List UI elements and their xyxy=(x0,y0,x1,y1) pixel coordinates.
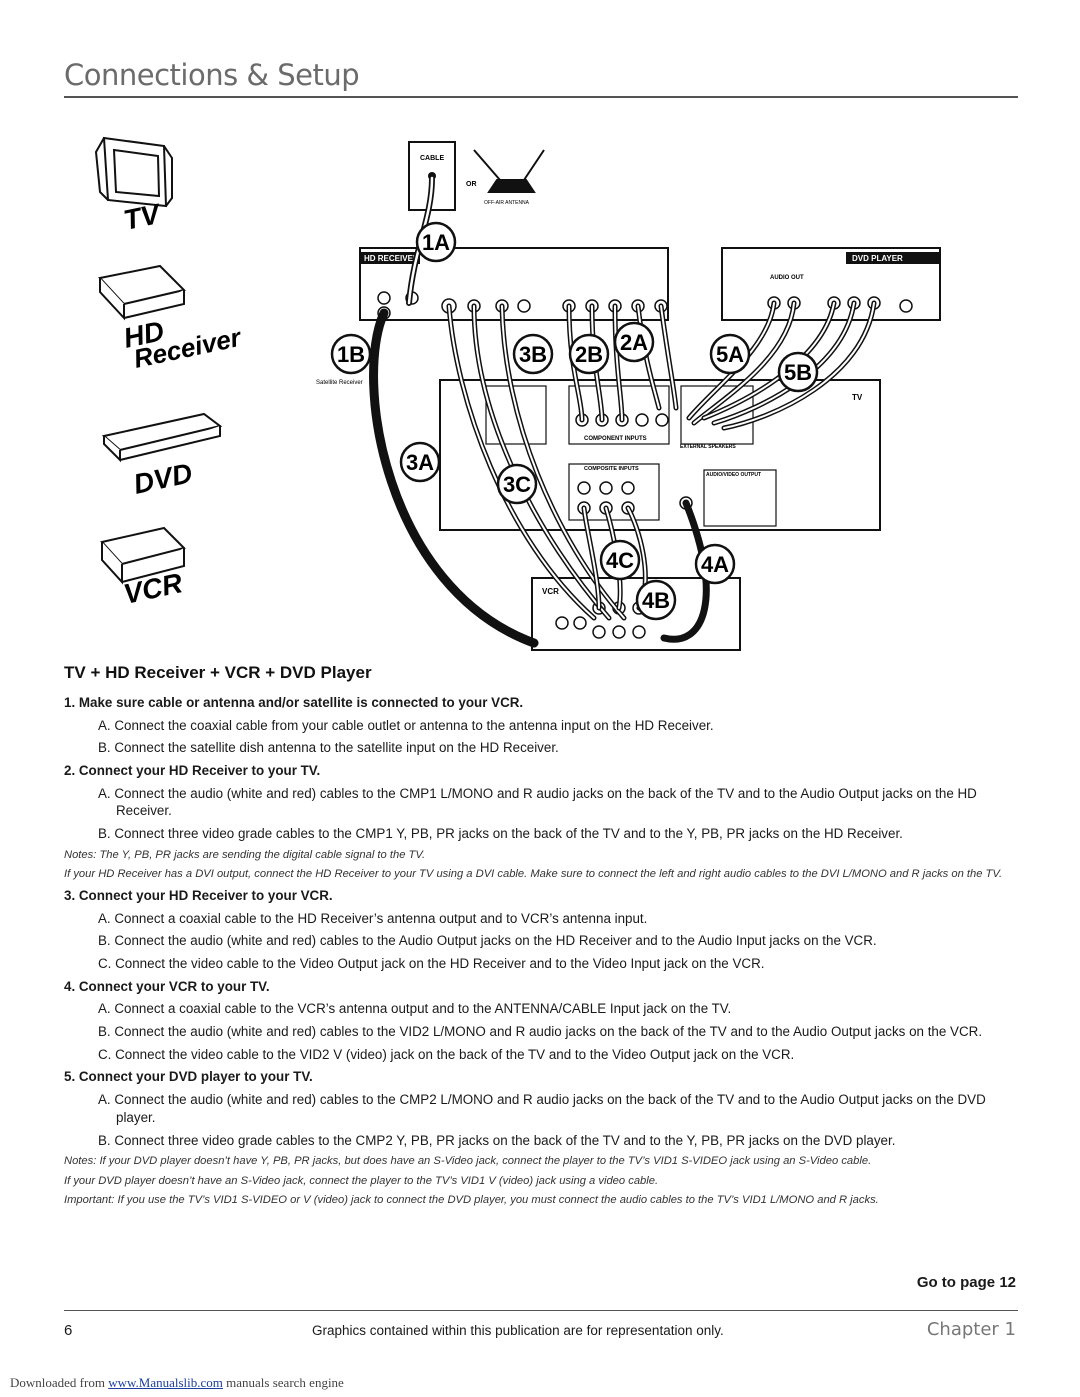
svg-text:5B: 5B xyxy=(784,360,812,385)
download-suffix: manuals search engine xyxy=(226,1375,344,1390)
dvd-player-icon xyxy=(101,412,223,463)
footer-divider xyxy=(64,1310,1018,1311)
callout-1b: 1B xyxy=(330,333,372,375)
svg-text:3A: 3A xyxy=(406,450,434,475)
svg-text:1A: 1A xyxy=(422,230,450,255)
download-prefix: Downloaded from xyxy=(10,1375,105,1390)
manualslib-link[interactable]: www.Manualslib.com xyxy=(108,1375,223,1390)
svg-text:2B: 2B xyxy=(575,342,603,367)
svg-text:EXTERNAL SPEAKERS: EXTERNAL SPEAKERS xyxy=(680,444,736,450)
step-title: 5. Connect your DVD player to your TV. xyxy=(64,1069,313,1085)
page-number: 6 xyxy=(64,1322,73,1339)
callout-1a: 1A xyxy=(415,221,457,263)
callout-3b: 3B xyxy=(512,333,554,375)
connection-diagram: TV HD Receiver DVD VCR CABLE OR OFF-AIR … xyxy=(94,136,941,651)
svg-text:4A: 4A xyxy=(701,552,729,577)
callout-5b: 5B xyxy=(777,351,819,393)
callout-5a: 5A xyxy=(709,333,751,375)
tv-icon xyxy=(94,136,173,208)
step-item: A. Connect a coaxial cable to the VCR’s … xyxy=(98,1001,732,1017)
callout-4a: 4A xyxy=(694,543,736,585)
svg-text:4B: 4B xyxy=(642,588,670,613)
svg-text:COMPOSITE INPUTS: COMPOSITE INPUTS xyxy=(584,466,639,472)
header-divider xyxy=(64,96,1018,98)
callout-4c: 4C xyxy=(599,539,641,581)
off-air-label: OFF-AIR ANTENNA xyxy=(484,200,530,206)
chapter-label: Chapter 1 xyxy=(926,1319,1016,1340)
svg-text:TV: TV xyxy=(852,393,863,402)
step-note: If your DVD player doesn’t have an S-Vid… xyxy=(64,1174,659,1187)
page-title: Connections & Setup xyxy=(64,58,360,92)
step-item: C. Connect the video cable to the Video … xyxy=(98,956,765,971)
hd-receiver-panel: HD RECEIVER xyxy=(359,247,669,321)
svg-text:5A: 5A xyxy=(716,342,744,367)
step-item: B. Connect the audio (white and red) cab… xyxy=(98,1024,983,1040)
svg-text:3C: 3C xyxy=(503,472,531,497)
step-item: A. Connect the coaxial cable from your c… xyxy=(98,717,714,733)
step-note: If your HD Receiver has a DVI output, co… xyxy=(64,868,1003,881)
step-item: B. Connect three video grade cables to t… xyxy=(98,1132,896,1148)
cables xyxy=(369,175,877,648)
callout-2b: 2B xyxy=(568,333,610,375)
hd-receiver-icon xyxy=(98,264,186,321)
step-item: B. Connect the satellite dish antenna to… xyxy=(98,740,559,756)
step-title: 3. Connect your HD Receiver to your VCR. xyxy=(64,887,333,903)
callout-4b: 4B xyxy=(635,579,677,621)
step-title: 4. Connect your VCR to your TV. xyxy=(64,978,270,994)
svg-text:1B: 1B xyxy=(337,342,365,367)
callout-3a: 3A xyxy=(399,441,441,483)
svg-text:VCR: VCR xyxy=(542,587,559,596)
step-item: A. Connect a coaxial cable to the HD Rec… xyxy=(98,910,648,926)
step-item: A. Connect the audio (white and red) cab… xyxy=(98,1092,986,1125)
step-item: B. Connect the audio (white and red) cab… xyxy=(98,933,877,949)
satellite-receiver-label: Satellite Receiver xyxy=(316,380,363,386)
step-note: Important: If you use the TV’s VID1 S-VI… xyxy=(64,1194,879,1207)
callouts: 1A 1B 2A 2B 3A 3B 3C 4A 4B 4C 5A 5B xyxy=(330,221,819,621)
svg-text:DVD PLAYER: DVD PLAYER xyxy=(852,254,903,263)
svg-text:3B: 3B xyxy=(519,342,547,367)
step-note: Notes: The Y, PB, PR jacks are sending t… xyxy=(64,848,426,861)
instruction-steps: 1. Make sure cable or antenna and/or sat… xyxy=(64,694,1018,1208)
svg-text:CABLE: CABLE xyxy=(420,155,444,162)
svg-text:HD RECEIVER: HD RECEIVER xyxy=(364,254,419,263)
step-title: 2. Connect your HD Receiver to your TV. xyxy=(64,763,321,779)
footer-note: Graphics contained within this publicati… xyxy=(312,1323,724,1338)
svg-text:4C: 4C xyxy=(606,548,634,573)
svg-text:COMPONENT INPUTS: COMPONENT INPUTS xyxy=(584,436,647,442)
callout-2a: 2A xyxy=(613,321,655,363)
step-item: A. Connect the audio (white and red) cab… xyxy=(98,785,977,819)
callout-3c: 3C xyxy=(496,463,538,505)
dvd-label: DVD xyxy=(131,457,195,500)
or-label: OR xyxy=(466,181,477,188)
svg-text:AUDIO OUT: AUDIO OUT xyxy=(770,275,804,281)
section-title: TV + HD Receiver + VCR + DVD Player xyxy=(64,663,372,682)
go-to-page-link[interactable]: Go to page 12 xyxy=(916,1274,1016,1291)
step-title: 1. Make sure cable or antenna and/or sat… xyxy=(64,695,524,710)
step-item: B. Connect three video grade cables to t… xyxy=(98,826,903,842)
antenna-icon xyxy=(473,149,545,193)
svg-text:AUDIO/VIDEO OUTPUT: AUDIO/VIDEO OUTPUT xyxy=(706,472,761,478)
step-item: C. Connect the video cable to the VID2 V… xyxy=(98,1046,795,1062)
step-note: Notes: If your DVD player doesn’t have Y… xyxy=(64,1155,872,1168)
vcr-label: VCR xyxy=(121,567,186,610)
vcr-icon xyxy=(100,526,186,585)
download-line: Downloaded from www.Manualslib.com manua… xyxy=(10,1375,344,1391)
svg-text:2A: 2A xyxy=(620,330,648,355)
